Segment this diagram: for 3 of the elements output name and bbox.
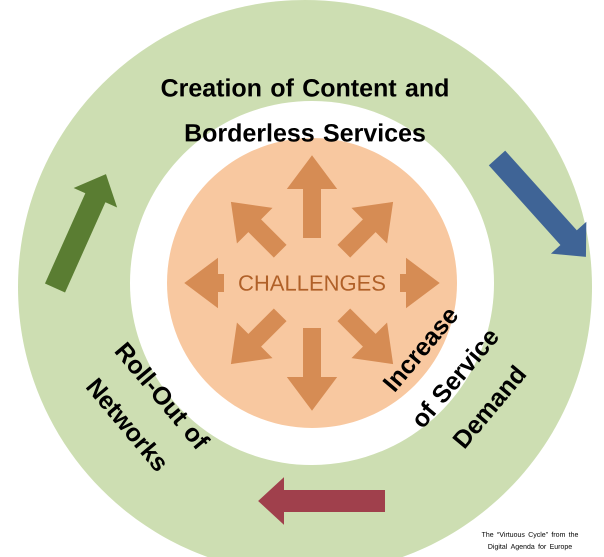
block-arrow xyxy=(488,150,586,257)
center-label: CHALLENGES xyxy=(239,275,385,291)
ring-label: Creation of Content and Borderless Services xyxy=(162,78,448,142)
